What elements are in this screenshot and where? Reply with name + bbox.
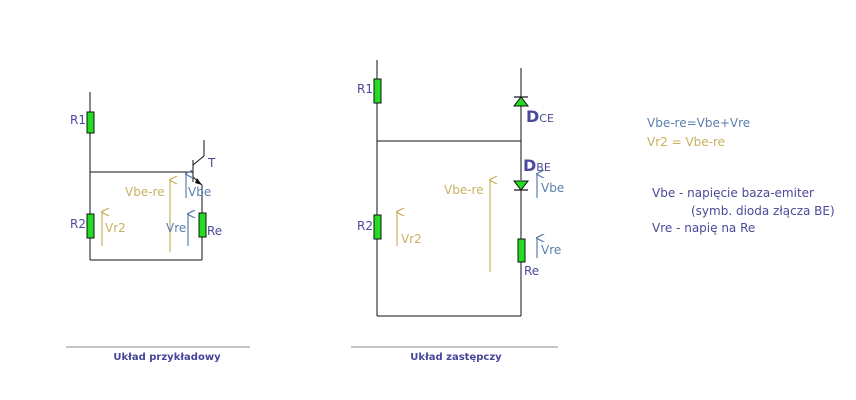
equation-vbe-re: Vbe-re=Vbe+Vre	[647, 116, 750, 130]
label-r2: R2	[70, 217, 86, 231]
label-dce: DCE	[526, 107, 554, 126]
label-vr2: Vr2	[401, 232, 422, 246]
label-r1: R1	[357, 82, 373, 96]
label-r1: R1	[70, 113, 86, 127]
caption-example-circuit: Układ przykładowy	[113, 352, 221, 363]
diode-be-icon	[512, 180, 530, 191]
resistor-r2	[86, 213, 95, 239]
resistor-re	[517, 238, 526, 263]
label-vbe-re: Vbe-re	[444, 183, 484, 197]
resistor-r1	[373, 78, 382, 104]
caption-equivalent-circuit: Układ zastępczy	[410, 352, 502, 363]
resistor-re	[198, 212, 207, 238]
label-t: T	[207, 156, 216, 170]
label-vbe: Vbe	[541, 181, 564, 195]
label-r2: R2	[357, 219, 373, 233]
diode-ce-icon	[512, 96, 530, 107]
label-re: Re	[524, 264, 539, 278]
notes: Vbe-re=Vbe+Vre Vr2 = Vbe-re Vbe - napięc…	[647, 116, 835, 235]
example-circuit: R1 R2 Re T Vr2 Vbe-re Vbe Vre Układ przy…	[66, 92, 250, 363]
label-dbe: DBE	[523, 156, 551, 175]
definition-vbe-note: (symb. dioda złącza BE)	[691, 204, 835, 218]
equation-vr2: Vr2 = Vbe-re	[647, 135, 725, 149]
resistor-r2	[373, 214, 382, 240]
label-vre: Vre	[541, 243, 561, 257]
transistor-icon	[192, 140, 205, 186]
definition-vbe: Vbe - napięcie baza-emiter	[652, 186, 814, 200]
resistor-r1	[86, 111, 95, 134]
label-vr2: Vr2	[105, 221, 126, 235]
label-vbe-re: Vbe-re	[125, 185, 165, 199]
label-vbe: Vbe	[188, 185, 211, 199]
label-vre: Vre	[166, 221, 186, 235]
equivalent-circuit: R1 R2 Re DCE DBE Vr2 Vbe-re Vbe Vre Ukła…	[351, 60, 564, 363]
definition-vre: Vre - napię na Re	[652, 221, 755, 235]
label-re: Re	[207, 224, 222, 238]
